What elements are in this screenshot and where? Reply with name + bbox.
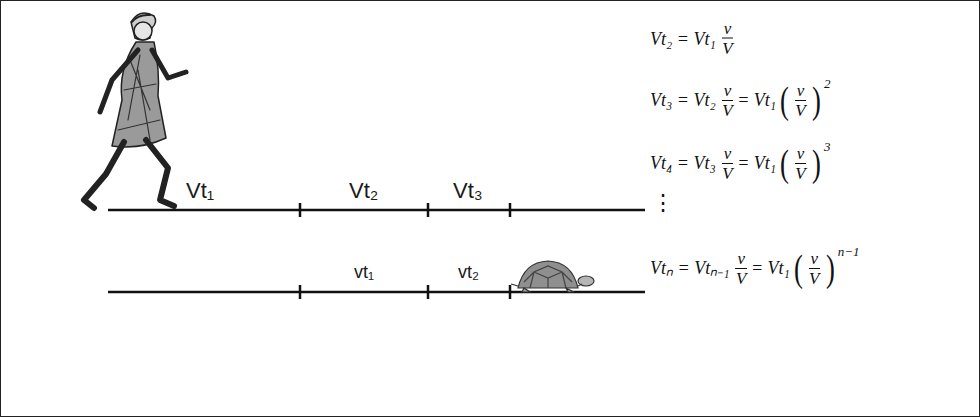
fraction-numerator: v	[795, 145, 807, 164]
parenthesis: (	[780, 81, 789, 119]
fraction: vV	[722, 20, 734, 57]
segment-label: Vt₃	[453, 180, 483, 202]
fraction: vV	[722, 82, 734, 119]
parenthesis: )	[812, 144, 821, 182]
fraction-denominator: V	[795, 164, 805, 182]
fraction-numerator: v	[722, 82, 734, 101]
parenthesis: )	[812, 81, 821, 119]
ellipsis: ⋮	[652, 192, 674, 214]
fraction: vV	[795, 82, 807, 119]
equation-text: = Vt₁	[751, 259, 790, 277]
equation-row: Vt₄ = Vt₃vV= Vt₁(vV)3	[650, 144, 830, 182]
tortoise-figure	[511, 261, 594, 292]
fraction: vV	[735, 250, 747, 287]
equation-text: Vt₃ = Vt₂	[650, 91, 716, 109]
segment-label: vt₂	[458, 263, 479, 281]
fraction-denominator: V	[795, 101, 805, 119]
track-lines	[108, 203, 645, 299]
equation-row: Vt₃ = Vt₂vV= Vt₁(vV)2	[650, 81, 830, 119]
fraction-denominator: V	[809, 269, 819, 287]
runner-figure	[84, 13, 186, 208]
parenthesis: )	[826, 249, 835, 287]
equation-text: Vt₂ = Vt₁	[650, 29, 716, 47]
fraction-denominator: V	[722, 101, 732, 119]
equation-row: Vtₙ = Vtₙ₋₁vV= Vt₁(vV)n−1	[650, 249, 860, 287]
fraction-numerator: v	[809, 250, 821, 269]
equation-row: Vt₂ = Vt₁ vV	[650, 20, 737, 57]
fraction-denominator: V	[722, 164, 732, 182]
parenthesis: (	[794, 249, 803, 287]
equation-text: Vtₙ = Vtₙ₋₁	[650, 259, 729, 277]
segment-label: Vt₁	[186, 180, 214, 202]
fraction-denominator: V	[736, 269, 746, 287]
segment-label: Vt₂	[349, 180, 378, 202]
equation-text: Vt₄ = Vt₃	[650, 154, 716, 172]
fraction: vV	[795, 145, 807, 182]
exponent: 2	[824, 77, 831, 90]
fraction-numerator: v	[722, 145, 734, 164]
segment-label: vt₁	[354, 263, 374, 281]
fraction-numerator: v	[795, 82, 807, 101]
fraction-numerator: v	[722, 20, 734, 39]
fraction-denominator: V	[722, 39, 732, 57]
fraction-numerator: v	[735, 250, 747, 269]
equation-text: = Vt₁	[737, 91, 776, 109]
exponent: n−1	[838, 245, 860, 258]
parenthesis: (	[780, 144, 789, 182]
fraction: vV	[809, 250, 821, 287]
exponent: 3	[824, 140, 831, 153]
equation-text: = Vt₁	[737, 154, 776, 172]
fraction: vV	[722, 145, 734, 182]
